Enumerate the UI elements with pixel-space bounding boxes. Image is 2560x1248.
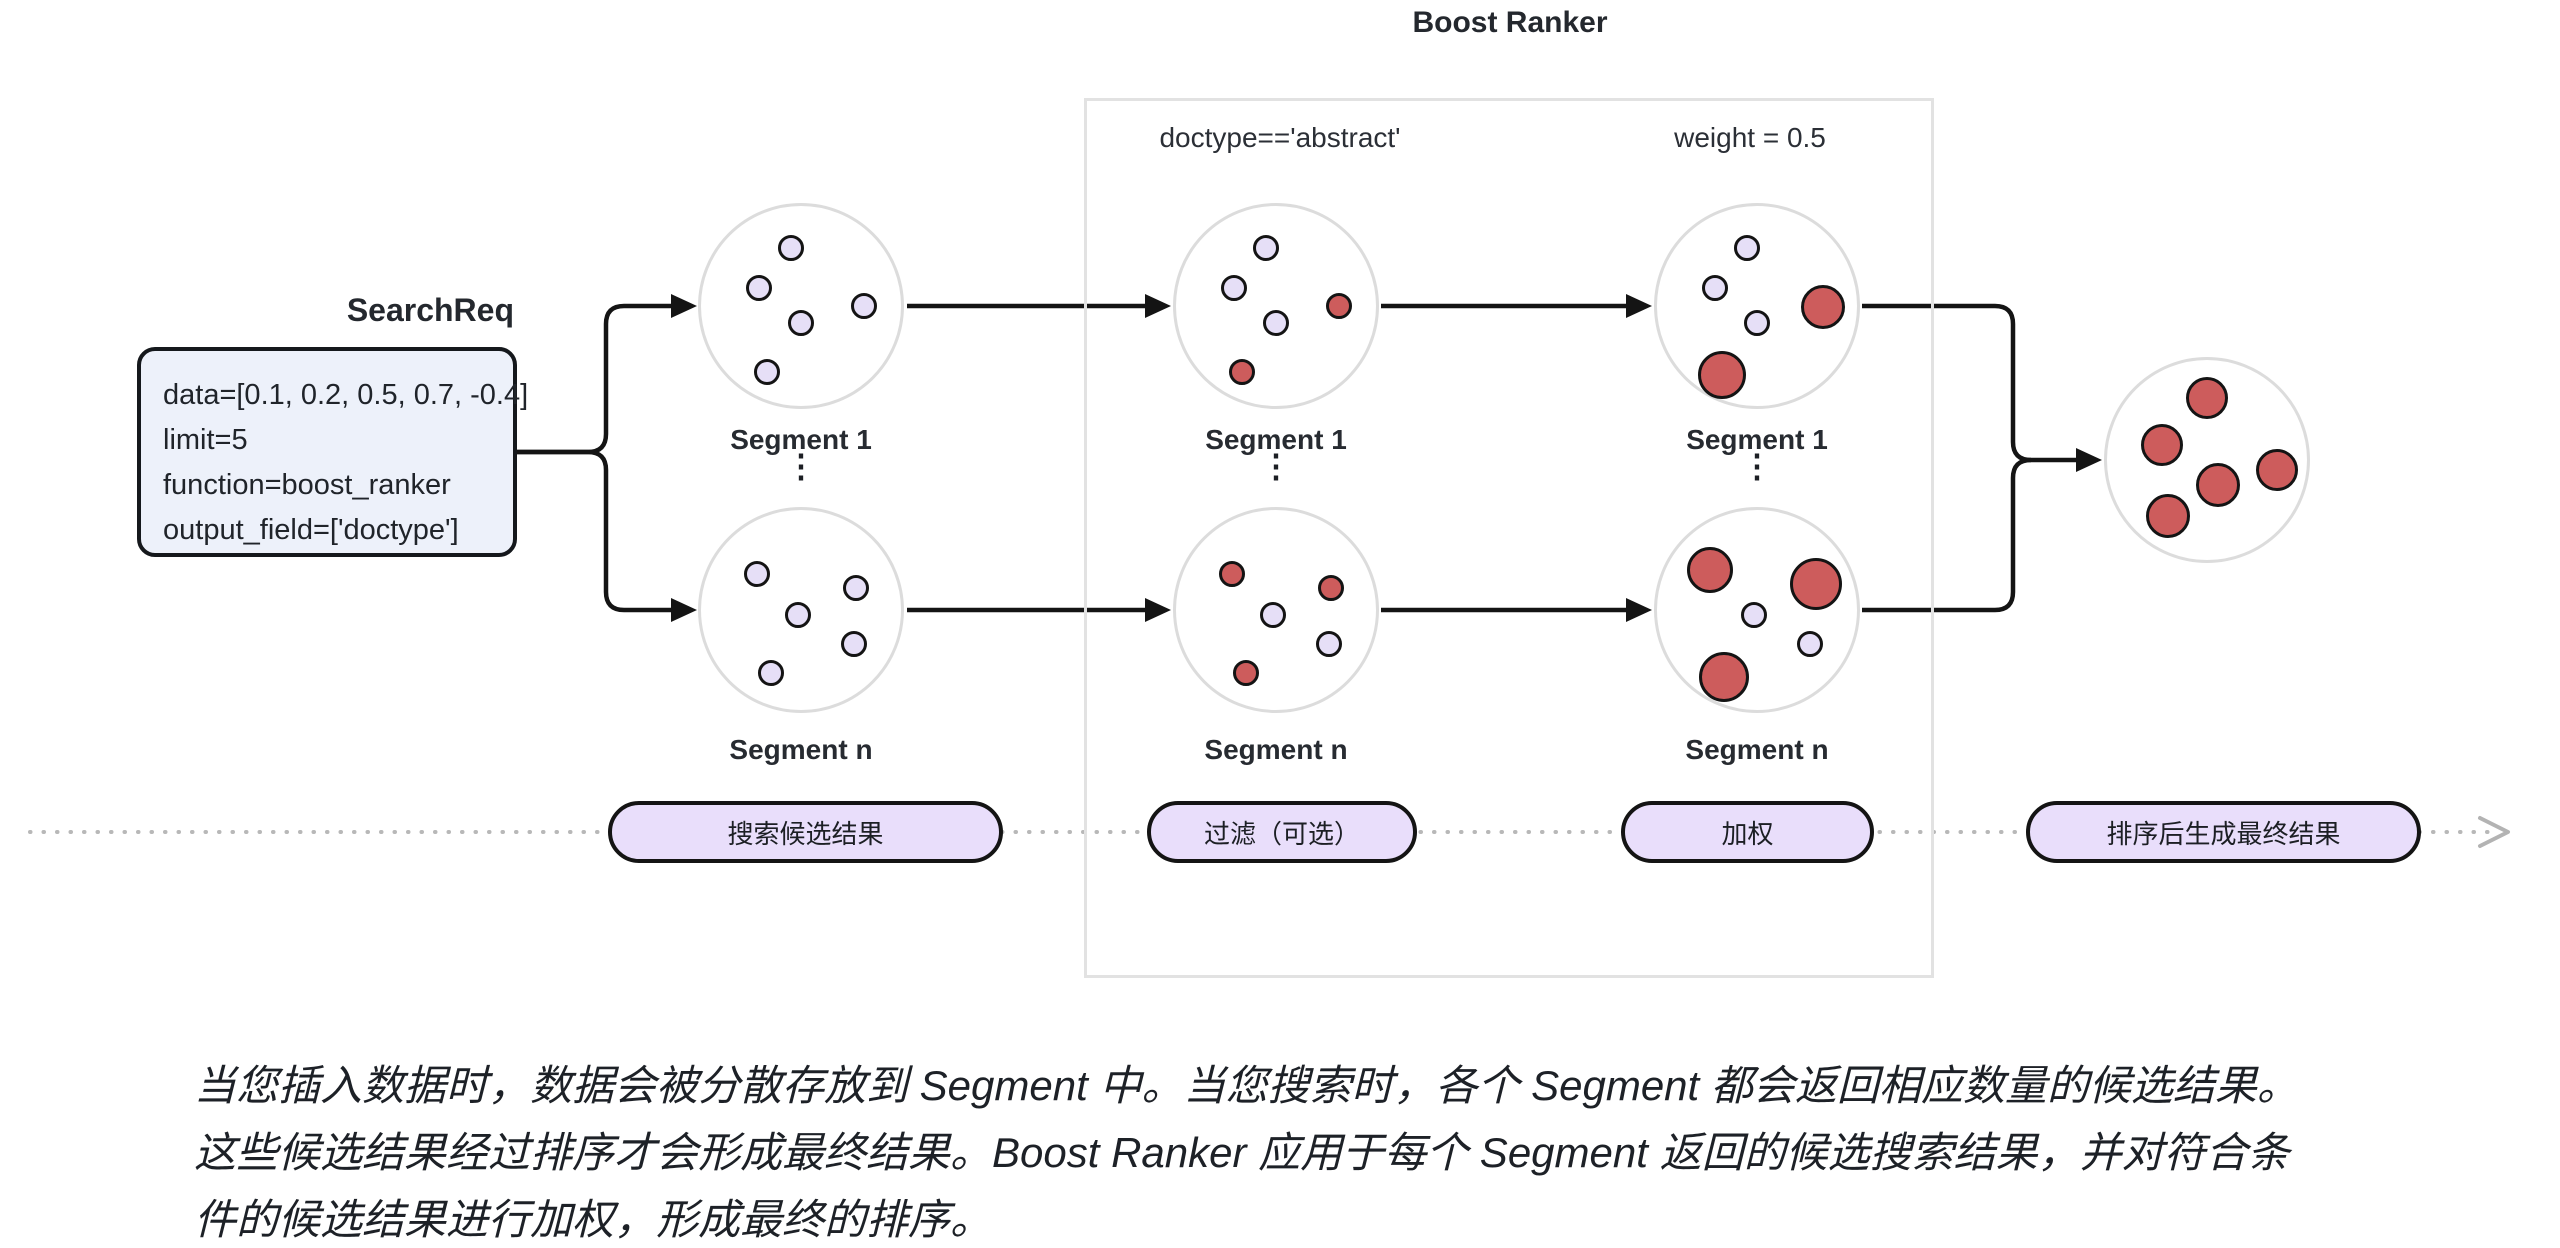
search-req-line: function=boost_ranker [163,469,451,501]
search-req-line: data=[0.1, 0.2, 0.5, 0.7, -0.4] [163,379,529,411]
candidate-dot-lavender [1221,275,1247,301]
candidate-dot-red [2186,377,2228,419]
candidate-dot-lavender [778,235,804,261]
segment-circle-candidates-n [698,507,904,713]
candidate-dot-lavender [1253,235,1279,261]
ellipsis-icon: ⋮ [1260,448,1292,484]
search-req-box: data=[0.1, 0.2, 0.5, 0.7, -0.4] limit=5 … [137,347,529,557]
candidate-dot-red [1698,351,1746,399]
caption-line: 件的候选结果进行加权，形成最终的排序。 [194,1196,993,1243]
candidate-dot-red [2256,449,2298,491]
segment-circle-filtered-1 [1173,203,1379,409]
candidate-dot-lavender [841,631,867,657]
ellipsis-icon: ⋮ [785,448,817,484]
segment-label: Segment n [729,734,873,765]
arrowhead-icon [1626,294,1652,318]
fork-connector-bottom [517,449,671,613]
candidate-dot-red [1699,652,1749,702]
segment-label: Segment 1 [1205,424,1347,455]
stage-pill-label: 过滤（可选） [1203,818,1360,849]
final-result-circle [2104,357,2310,563]
caption-line: 当您插入数据时，数据会被分散存放到 Segment 中。当您搜索时，各个 Seg… [194,1062,2299,1109]
segment-circle-weighted-n [1654,507,1860,713]
caption-line: 这些候选结果经过排序才会形成最终结果。Boost Ranker 应用于每个 Se… [194,1129,2290,1176]
candidate-dot-lavender [1263,310,1289,336]
stage-pill-label: 排序后生成最终结果 [2106,818,2341,849]
candidate-dot-red [1229,359,1255,385]
segment-label: Segment n [1204,734,1348,765]
candidate-dot-red [1233,660,1259,686]
candidate-dot-lavender [754,359,780,385]
arrowhead-icon [2076,448,2102,472]
page-title: Boost Ranker [1412,6,1608,39]
candidate-dot-red [1219,561,1245,587]
candidate-dot-lavender [1702,275,1728,301]
candidate-dot-lavender [1734,235,1760,261]
candidate-dot-lavender [758,660,784,686]
candidate-dot-red [1790,558,1842,610]
candidate-dot-red [1801,285,1845,329]
stage-pill-final-rank: 排序后生成最终结果 [2026,801,2421,863]
candidate-dot-lavender [1741,602,1767,628]
segment-circle-filtered-n [1173,507,1379,713]
candidate-dot-lavender [843,575,869,601]
segment-circle-candidates-1 [698,203,904,409]
arrowhead-icon [1145,294,1171,318]
arrowhead-icon [671,294,697,318]
stage-pill-filter: 过滤（可选） [1147,801,1417,863]
candidate-dot-lavender [788,310,814,336]
search-req-line: limit=5 [163,424,248,456]
merge-connector-bottom [1862,457,2032,613]
boost-ranker-box [1084,98,1934,978]
candidate-dot-lavender [1744,310,1770,336]
candidate-dot-red [2146,494,2190,538]
candidate-dot-red [2141,424,2183,466]
arrowhead-icon [671,598,697,622]
fork-connector-top [517,303,671,455]
candidate-dot-lavender [746,275,772,301]
pipeline-arrow-icon [2478,816,2510,848]
candidate-dot-lavender [744,561,770,587]
weight-label: weight = 0.5 [1674,122,1826,153]
candidate-dot-red [1687,547,1733,593]
search-req-title: SearchReq [346,292,514,328]
segment-label: Segment 1 [730,424,872,455]
stage-pill-search-candidates: 搜索候选结果 [608,801,1003,863]
arrowhead-icon [1626,598,1652,622]
arrowhead-icon [1145,598,1171,622]
candidate-dot-red [1318,575,1344,601]
ellipsis-icon: ⋮ [1741,448,1773,484]
segment-label: Segment 1 [1686,424,1828,455]
stage-pill-weight: 加权 [1621,801,1874,863]
candidate-dot-lavender [785,602,811,628]
candidate-dot-red [2196,463,2240,507]
segment-label: Segment n [1685,734,1829,765]
candidate-dot-lavender [1316,631,1342,657]
merge-connector-top [1862,303,2032,463]
candidate-dot-lavender [851,293,877,319]
stage-pill-label: 搜索候选结果 [727,818,884,849]
stage-pill-label: 加权 [1721,818,1774,849]
candidate-dot-lavender [1797,631,1823,657]
candidate-dot-red [1326,293,1352,319]
candidate-dot-lavender [1260,602,1286,628]
search-req-line: output_field=['doctype'] [163,514,459,546]
segment-circle-weighted-1 [1654,203,1860,409]
filter-condition-label: doctype=='abstract' [1159,122,1401,153]
